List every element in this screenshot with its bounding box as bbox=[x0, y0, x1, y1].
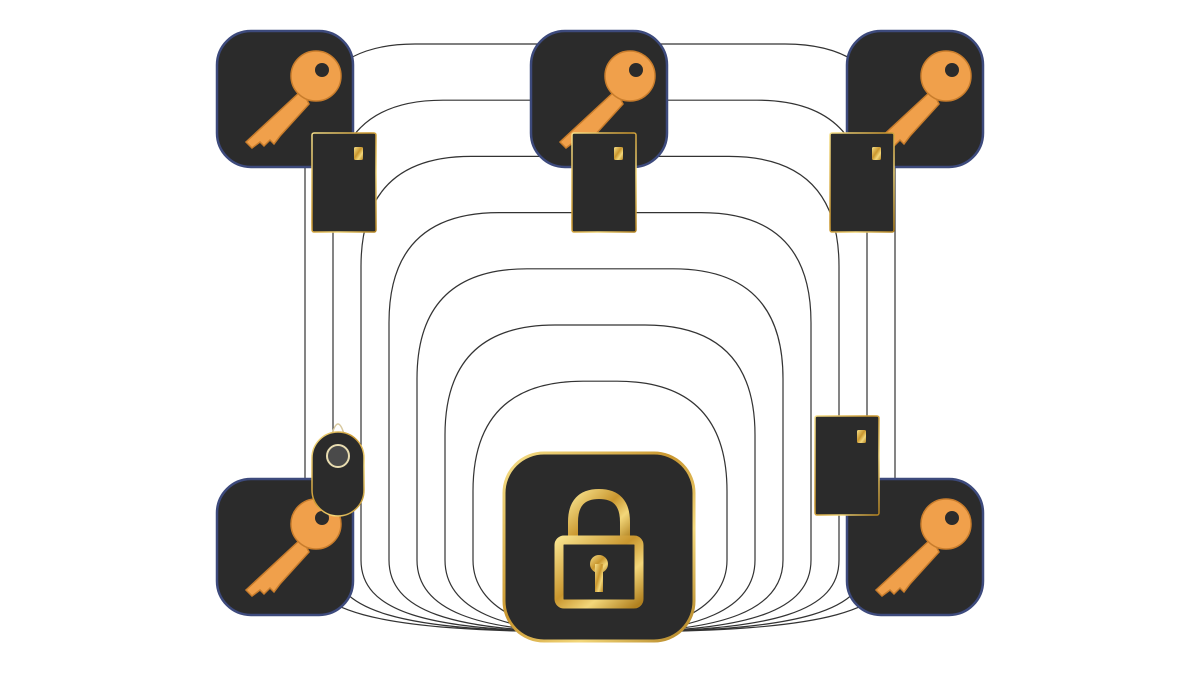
card-chip bbox=[354, 147, 363, 160]
smart-card-icon bbox=[311, 132, 377, 233]
connector-line bbox=[472, 380, 728, 633]
card-right bbox=[814, 415, 880, 516]
smart-card-icon bbox=[571, 132, 637, 233]
smart-card-icon bbox=[814, 415, 880, 516]
card-chip bbox=[614, 147, 623, 160]
connector-line bbox=[444, 324, 756, 633]
card-chip bbox=[857, 430, 866, 443]
card-chip bbox=[872, 147, 881, 160]
fob-button bbox=[326, 444, 350, 468]
central-lock-tile bbox=[502, 451, 696, 643]
key-bottom-right-tile bbox=[845, 477, 985, 617]
fob-left bbox=[311, 423, 365, 517]
smart-card-icon bbox=[829, 132, 895, 233]
card-top-left bbox=[311, 132, 377, 233]
connector-line bbox=[416, 268, 784, 633]
fob-ring bbox=[331, 423, 345, 435]
key-bottom-left-tile bbox=[215, 477, 355, 617]
card-top-center bbox=[571, 132, 637, 233]
card-top-right bbox=[829, 132, 895, 233]
key-fob-icon bbox=[311, 431, 365, 517]
padlock-icon bbox=[554, 488, 644, 609]
